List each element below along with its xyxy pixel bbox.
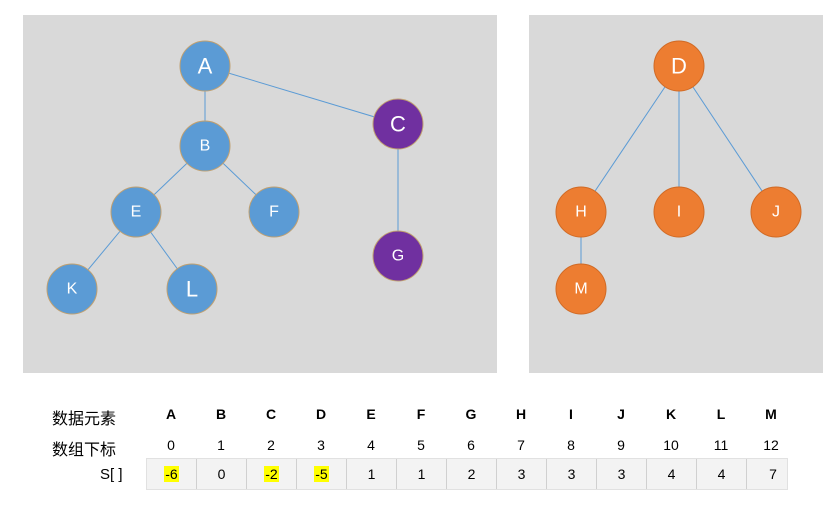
node-l: L — [166, 263, 218, 315]
node-label: J — [772, 204, 780, 221]
node-circle — [750, 186, 802, 238]
s-array-value: 1 — [367, 466, 376, 482]
s-array-cell: 7 — [747, 459, 799, 489]
node-label: H — [575, 204, 587, 221]
node-circle — [653, 40, 705, 92]
node-label: A — [198, 54, 213, 79]
s-array-value: 3 — [517, 466, 526, 482]
node-f: F — [248, 186, 300, 238]
s-array-row-label: S[ ] — [100, 466, 123, 483]
node-circle — [166, 263, 218, 315]
element-cell: B — [215, 406, 227, 422]
s-array-cell: -2 — [247, 459, 297, 489]
s-array-value: 2 — [467, 466, 476, 482]
edge-a-c — [204, 65, 399, 125]
index-cell: 3 — [317, 437, 325, 453]
node-circle — [555, 263, 607, 315]
s-array-cell: 3 — [597, 459, 647, 489]
s-array-value: -6 — [164, 466, 179, 482]
indices-row-label: 数组下标 — [52, 442, 117, 459]
elements-row-label: 数据元素 — [52, 411, 117, 428]
element-cell: J — [617, 406, 625, 422]
index-cell: 12 — [763, 437, 779, 453]
index-cell: 5 — [417, 437, 425, 453]
s-array-value: 3 — [567, 466, 576, 482]
node-circle — [46, 263, 98, 315]
index-cell: 0 — [167, 437, 175, 453]
node-circle — [372, 98, 424, 150]
node-h: H — [555, 186, 607, 238]
element-cell: K — [665, 406, 677, 422]
node-a: A — [179, 40, 231, 92]
element-cell: C — [265, 406, 277, 422]
node-circle — [248, 186, 300, 238]
node-label: B — [200, 138, 211, 155]
node-label: M — [574, 281, 587, 298]
s-array-cell: -6 — [147, 459, 197, 489]
node-label: G — [392, 248, 404, 265]
node-label: D — [671, 54, 687, 79]
s-array-cell: 3 — [547, 459, 597, 489]
s-array-value: 1 — [417, 466, 426, 482]
element-cell: E — [366, 406, 376, 422]
node-circle — [110, 186, 162, 238]
index-cell: 7 — [517, 437, 525, 453]
node-circle — [179, 40, 231, 92]
s-array-value: -5 — [314, 466, 329, 482]
node-b: B — [179, 120, 231, 172]
index-cell: 4 — [367, 437, 375, 453]
node-e: E — [110, 186, 162, 238]
s-array-cell: 2 — [447, 459, 497, 489]
s-array-value: 3 — [617, 466, 626, 482]
node-c: C — [372, 98, 424, 150]
element-cell: F — [416, 406, 426, 422]
node-circle — [653, 186, 705, 238]
element-cell: I — [569, 406, 573, 422]
s-array: -6 0 -2 -5 1 1 2 3 3 3 4 4 7 — [146, 458, 788, 490]
edge-d-j — [678, 65, 777, 213]
element-cell: H — [515, 406, 527, 422]
s-array-value: 4 — [717, 466, 726, 482]
node-label: F — [269, 204, 279, 221]
index-cell: 6 — [467, 437, 475, 453]
s-array-cell: 3 — [497, 459, 547, 489]
s-array-value: 0 — [217, 466, 226, 482]
node-circle — [555, 186, 607, 238]
element-cell: L — [716, 406, 726, 422]
s-array-cell: 1 — [397, 459, 447, 489]
node-circle — [372, 230, 424, 282]
node-j: J — [750, 186, 802, 238]
node-label: L — [186, 277, 198, 302]
node-label: I — [677, 204, 681, 221]
index-cell: 1 — [217, 437, 225, 453]
element-cell: M — [765, 406, 777, 422]
node-g: G — [372, 230, 424, 282]
index-cell: 2 — [267, 437, 275, 453]
s-array-value: 4 — [667, 466, 676, 482]
node-d: D — [653, 40, 705, 92]
s-array-cell: 0 — [197, 459, 247, 489]
s-array-cell: 4 — [697, 459, 747, 489]
s-array-value: 7 — [769, 466, 777, 482]
s-array-value: -2 — [264, 466, 279, 482]
s-array-cell: 4 — [647, 459, 697, 489]
node-label: C — [390, 112, 406, 137]
s-array-cell: 1 — [347, 459, 397, 489]
element-cell: D — [315, 406, 327, 422]
s-array-cell: -5 — [297, 459, 347, 489]
index-cell: 10 — [663, 437, 679, 453]
node-i: I — [653, 186, 705, 238]
element-cell: G — [465, 406, 477, 422]
node-k: K — [46, 263, 98, 315]
index-cell: 11 — [713, 437, 729, 453]
index-cell: 8 — [567, 437, 575, 453]
edge-d-h — [580, 65, 680, 213]
element-cell: A — [165, 406, 177, 422]
index-cell: 9 — [617, 437, 625, 453]
node-circle — [179, 120, 231, 172]
node-label: E — [131, 204, 142, 221]
node-label: K — [67, 281, 78, 298]
node-m: M — [555, 263, 607, 315]
